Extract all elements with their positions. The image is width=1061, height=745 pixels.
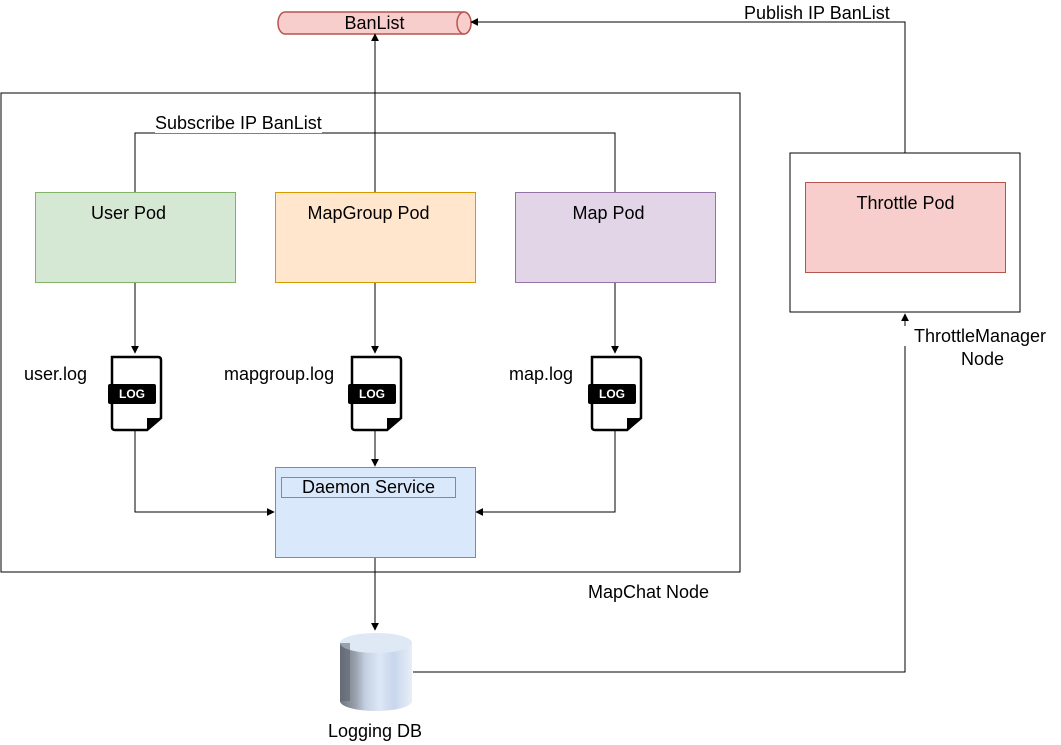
log-file-icon-map <box>588 355 643 432</box>
database-icon <box>340 633 412 711</box>
daemon-service-title: Daemon Service <box>281 477 456 498</box>
daemon-service: Daemon Service <box>275 467 476 558</box>
logging-db-label: Logging DB <box>327 721 423 741</box>
throttle-pod-label: Throttle Pod <box>856 193 955 213</box>
map-pod: Map Pod <box>515 192 716 283</box>
user-log-label: user.log <box>24 364 88 384</box>
log-file-icon-mapgroup <box>348 355 403 432</box>
daemon-service-label: Daemon Service <box>301 477 436 497</box>
publish-arrow <box>470 18 906 153</box>
subscribe-edge-label: Subscribe IP BanList <box>155 113 322 133</box>
throttle-manager-node-label-line2: Node <box>960 349 1005 369</box>
mapgroup-pod: MapGroup Pod <box>275 192 476 283</box>
banlist-label: BanList <box>344 13 405 33</box>
user-log-to-daemon-arrow <box>134 431 275 516</box>
log-badge-mapgroup: LOG <box>359 387 385 401</box>
publish-edge-label: Publish IP BanList <box>744 3 890 23</box>
log-badge-map: LOG <box>599 387 625 401</box>
banlist-queue-shape <box>277 11 472 35</box>
user-pod-label: User Pod <box>90 203 167 223</box>
map-log-label: map.log <box>509 364 574 384</box>
log-badge-user: LOG <box>119 387 145 401</box>
log-file-icon-user <box>108 355 163 432</box>
db-to-throttle-arrow <box>413 313 909 673</box>
throttle-pod: Throttle Pod <box>805 182 1006 273</box>
map-pod-label: Map Pod <box>572 203 645 223</box>
throttle-manager-node-label-line1: ThrottleManager <box>900 326 1060 346</box>
mapgroup-pod-label: MapGroup Pod <box>307 203 430 223</box>
user-pod: User Pod <box>35 192 236 283</box>
mapchat-node-label: MapChat Node <box>588 582 710 602</box>
mapchat-node-container <box>0 92 741 573</box>
mapgroup-log-label: mapgroup.log <box>224 364 335 384</box>
map-log-to-daemon-arrow <box>475 431 616 516</box>
